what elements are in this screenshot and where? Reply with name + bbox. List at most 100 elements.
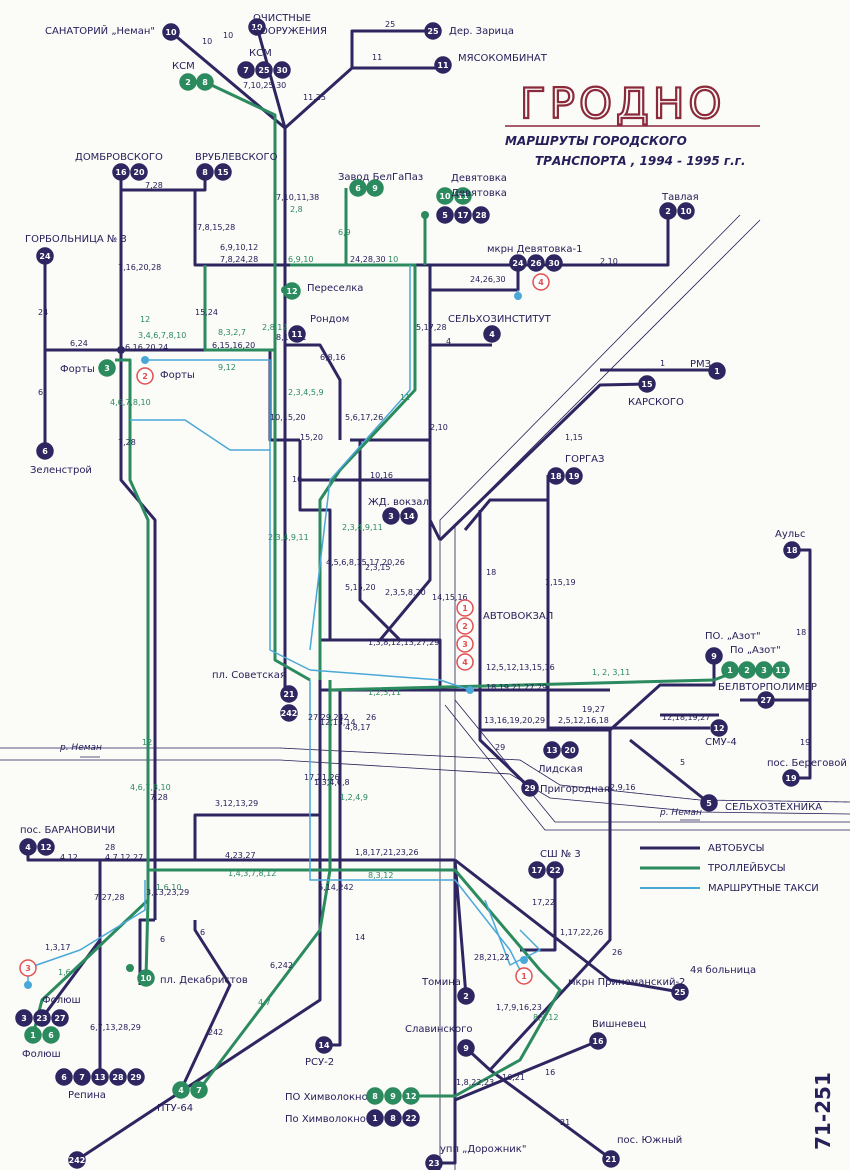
stop[interactable]: ГОРБОЛЬНИЦА № 324 <box>25 234 127 265</box>
route-number-label: 6,24 <box>70 339 88 348</box>
route-number-label: 242 <box>208 1028 223 1037</box>
route-badge-number: 4 <box>462 658 468 667</box>
route-number-label: 6,15,16,20 <box>212 341 255 350</box>
route-badge-number: 6 <box>48 1031 54 1040</box>
route-badge: 3 <box>382 507 400 525</box>
route-number-label: 1,6,10 <box>156 883 181 892</box>
route-badge: 13 <box>543 741 561 759</box>
route-badge-number: 21 <box>605 1155 617 1164</box>
route-number-label: 1,15,19 <box>545 578 576 587</box>
stop[interactable]: мкрн Принеманский-2 <box>568 977 685 988</box>
route-badge: 1 <box>24 1026 42 1044</box>
river-label: р. Неман <box>659 808 702 818</box>
route-number-label: 7,16,20,28 <box>118 263 161 272</box>
stop-name: ВРУБЛЕВСКОГО <box>195 152 278 163</box>
stop-name: Репина <box>68 1090 106 1101</box>
stop[interactable]: 242 <box>68 1151 86 1169</box>
route-badge: 25 <box>671 983 689 1001</box>
route-number-label: 2,3,4,9,11 <box>268 533 309 542</box>
stop-name: ГОРГАЗ <box>565 454 604 465</box>
stop[interactable]: Фолюш <box>22 1049 61 1060</box>
route-badge-circle <box>280 685 298 703</box>
route-badge-number: 6 <box>355 184 361 193</box>
route-number-label: 1,3,17 <box>45 943 70 952</box>
route-badge-number: 19 <box>568 472 580 481</box>
stop-name: ПО Химволокно <box>285 1092 368 1103</box>
route-badge-number: 3 <box>21 1014 27 1023</box>
route-badge: 9 <box>384 1087 402 1105</box>
route-number-label: 10 <box>202 37 212 46</box>
stop-name: СООРУЖЕНИЯ <box>253 26 327 37</box>
route-badge: 13 <box>91 1068 109 1086</box>
route-number-label: 1,15 <box>565 433 583 442</box>
route-badge: 9 <box>705 647 723 665</box>
stop[interactable]: ПО. „Азот"9 <box>705 631 761 665</box>
route-number-label: 4,8,17 <box>345 723 370 732</box>
route-badge-number: 2 <box>185 78 191 87</box>
route-badge: 1 <box>708 362 726 380</box>
stop-name: СМУ-4 <box>705 737 737 748</box>
route-badge-circle <box>454 187 472 205</box>
route-number-label: 3,4,6,7,8,10 <box>138 331 186 340</box>
stop[interactable]: упп „Дорожник"23 <box>425 1144 526 1170</box>
stop-name: КАРСКОГО <box>628 397 684 408</box>
stop[interactable]: РСУ-214 <box>305 1036 334 1068</box>
stop-name: Аульс <box>775 529 806 540</box>
stop[interactable]: СМУ-412 <box>705 719 737 748</box>
stop[interactable]: СООРУЖЕНИЯ <box>253 26 327 37</box>
route-badge: 27 <box>51 1009 69 1027</box>
route-badge: 22 <box>402 1109 420 1127</box>
route-badge-number: 1 <box>372 1114 378 1123</box>
route-badge-circle <box>546 861 564 879</box>
route-badge-number: 3 <box>761 666 767 675</box>
stop[interactable]: САНАТОРИЙ „Неман"10 <box>45 23 180 41</box>
route-badge-number: 17 <box>457 211 468 220</box>
route-badge-circle <box>237 61 255 79</box>
